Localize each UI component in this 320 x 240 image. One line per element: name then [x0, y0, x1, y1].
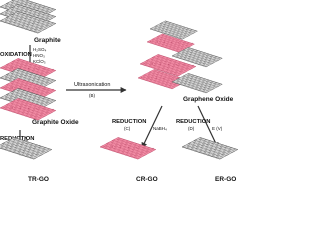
- cr-go-sheet: [99, 137, 157, 160]
- graphene-sheet: [171, 47, 223, 68]
- graphene-sheet: [181, 137, 239, 160]
- graphite-oxide-stack: [0, 58, 57, 121]
- reagent-ev: E (V): [212, 126, 223, 131]
- graphene-oxide-sheet: [139, 54, 197, 77]
- graphene-oxide-sheet: [99, 137, 157, 160]
- er-go-label: ER-GO: [215, 176, 236, 183]
- reduction-d-label: REDUCTION: [176, 119, 210, 125]
- reduction-c-label: REDUCTION: [112, 119, 146, 125]
- graphene-sheet: [171, 73, 223, 94]
- graphene-sheet: [0, 137, 53, 160]
- step-c-label: (C): [124, 126, 131, 131]
- graphene-sheet: [0, 11, 57, 34]
- graphene-oxide-label: Graphene Oxide: [183, 96, 234, 103]
- reduction-d-arrow: [197, 105, 219, 149]
- graphite-stack: [0, 0, 57, 34]
- oxidation-label: OXIDATION: [0, 52, 32, 58]
- diagram-stage: Graphite OXIDATION H₂SO₄ HNO₃ KClO₃ Grap…: [0, 0, 239, 183]
- reagent-hno3: HNO₃: [33, 53, 45, 58]
- synthesis-diagram: Graphite OXIDATION H₂SO₄ HNO₃ KClO₃ Grap…: [0, 0, 239, 183]
- tr-go-label: TR-GO: [28, 176, 49, 183]
- graphite-oxide-label: Graphite Oxide: [32, 119, 79, 126]
- reagent-nabh4: NaBH₄: [153, 126, 167, 131]
- graphene-oxide-sheet: [146, 33, 195, 53]
- cr-go-label: CR-GO: [136, 176, 158, 183]
- ultrasonication-label: Ultrasonication: [74, 82, 110, 88]
- graphene-oxide-sheet: [0, 98, 57, 121]
- reagent-h2so4: H₂SO₄: [33, 47, 46, 52]
- er-go-sheet: [181, 137, 239, 160]
- graphene-sheet: [149, 20, 198, 40]
- graphite-label: Graphite: [34, 37, 61, 44]
- reagent-kclo3: KClO₃: [33, 59, 46, 64]
- graphene-oxide-sheets: [137, 20, 223, 94]
- step-b-label: (B): [89, 93, 96, 98]
- tr-go-sheet: [0, 137, 53, 160]
- heat-symbol: Δ: [24, 137, 28, 143]
- step-d-label: (D): [188, 126, 195, 131]
- reduction-c-arrow: [141, 105, 163, 149]
